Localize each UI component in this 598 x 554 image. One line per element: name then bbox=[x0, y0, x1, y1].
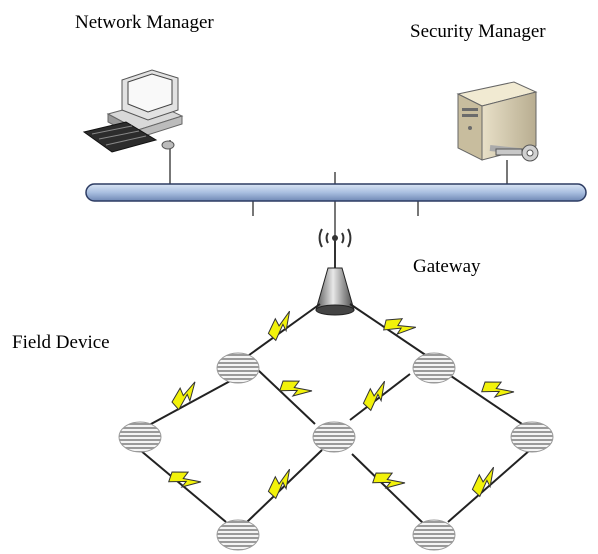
security-manager-label: Security Manager bbox=[410, 21, 546, 42]
lightning-bolt-icon bbox=[358, 379, 395, 413]
desktop-computer-icon bbox=[82, 69, 184, 153]
lightning-bolt-icon bbox=[479, 374, 516, 407]
field-device-label: Field Device bbox=[12, 332, 110, 353]
lightning-bolt-icon bbox=[263, 309, 300, 343]
gateway-label: Gateway bbox=[413, 256, 481, 277]
lightning-bolt-icon bbox=[166, 464, 203, 497]
wireless-access-point-icon bbox=[315, 228, 355, 316]
field-device-node-icon bbox=[118, 421, 162, 453]
lightning-bolt-icon bbox=[263, 467, 300, 501]
lightning-bolt-icon bbox=[370, 465, 407, 498]
field-device-node-icon bbox=[412, 352, 456, 384]
lightning-bolt-icon bbox=[467, 465, 504, 499]
wireless-links bbox=[139, 303, 531, 527]
network-bus bbox=[85, 183, 587, 202]
field-device-node-icon bbox=[216, 352, 260, 384]
field-device-node-icon bbox=[312, 421, 356, 453]
network-manager-label: Network Manager bbox=[75, 12, 214, 33]
field-device-node-icon bbox=[216, 519, 260, 551]
lightning-bolt-icon bbox=[277, 373, 314, 406]
server-with-key-icon bbox=[456, 81, 539, 162]
field-device-node-icon bbox=[510, 421, 554, 453]
field-device-node-icon bbox=[412, 519, 456, 551]
